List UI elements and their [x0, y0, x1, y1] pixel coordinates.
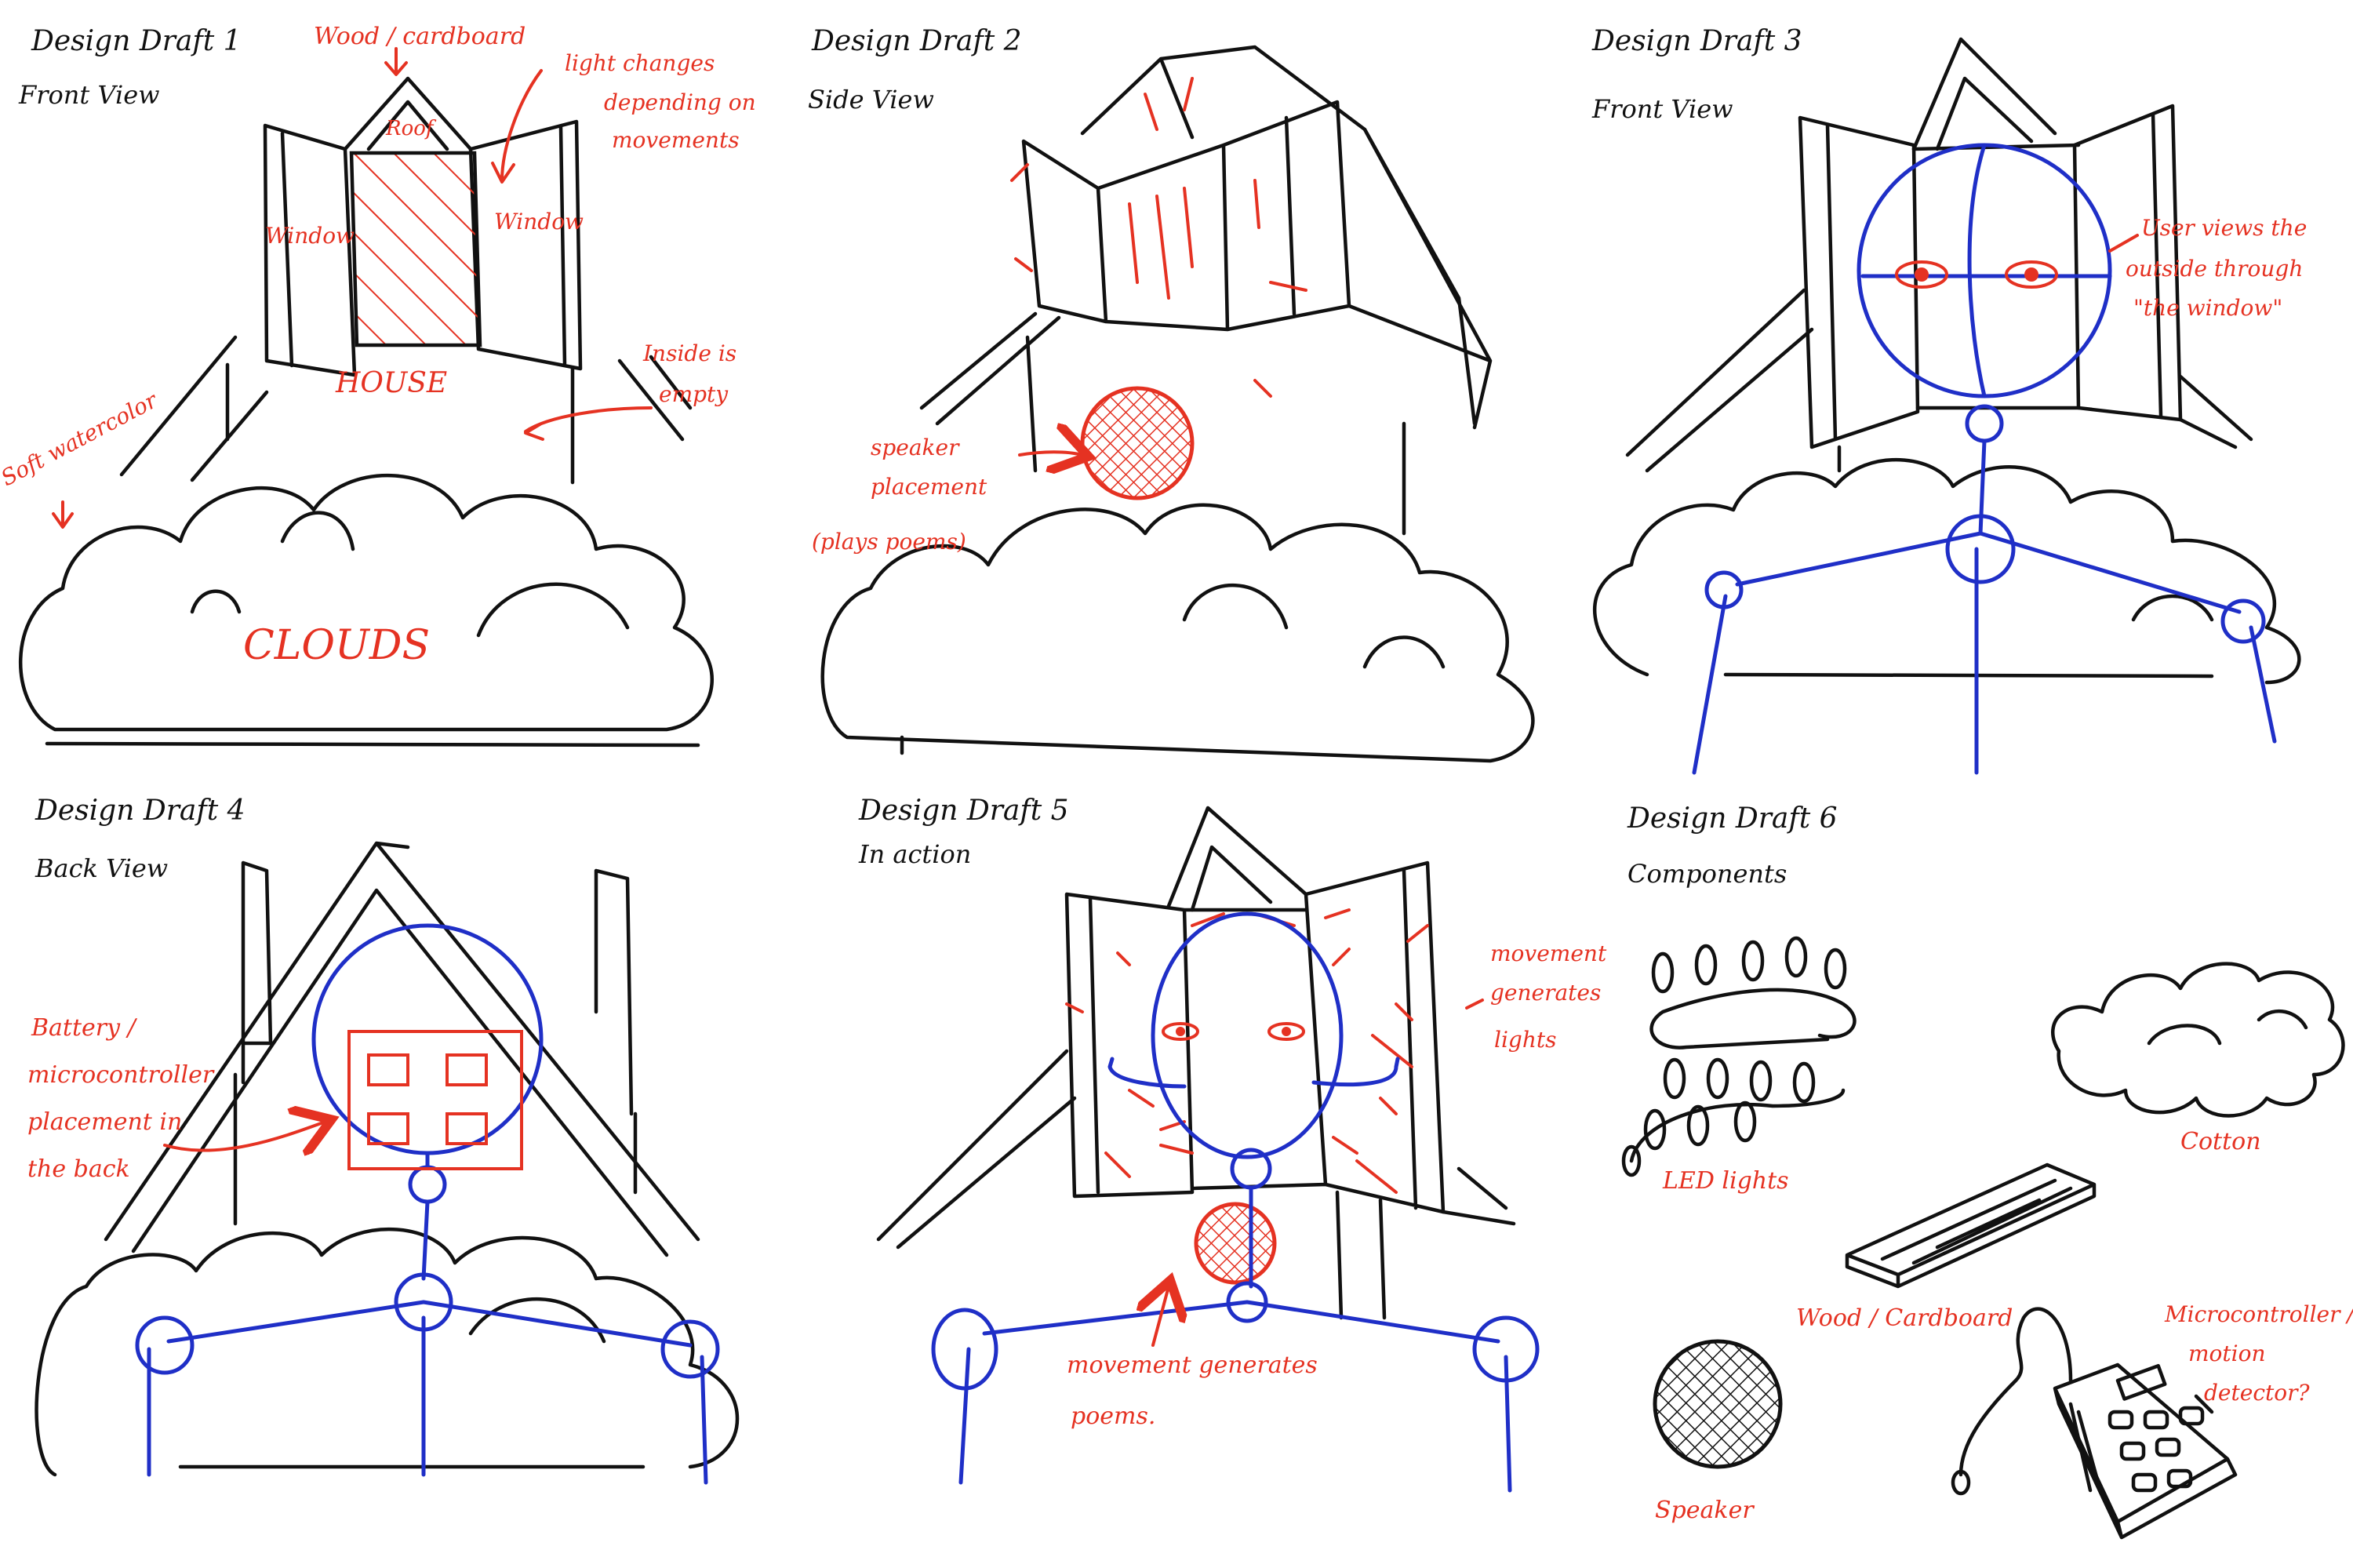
draft-4-title: Design Draft 4 — [35, 795, 245, 827]
draft-1-window-right-label: Window — [494, 209, 584, 235]
draft-4-cloud-inner — [180, 1299, 643, 1467]
draft-1-title: Design Draft 1 — [31, 25, 242, 57]
draft-2-speaker-arrow — [1020, 452, 1082, 455]
draft-5-poems-note-2: poems. — [1071, 1402, 1155, 1430]
draft-4-battery-note-3: placement in — [27, 1108, 182, 1136]
draft-4-roof — [106, 843, 698, 1255]
draft-1-house-label: HOUSE — [335, 367, 447, 399]
draft-3-panel: Design Draft 3 Front View User views the… — [1591, 25, 2307, 773]
draft-1-soft-label: Soft watercolor — [0, 387, 162, 491]
draft-5-lights-note-2: generates — [1490, 980, 1601, 1006]
draft-4-clouds — [37, 1229, 737, 1475]
draft-1-window-left-label: Window — [265, 223, 355, 249]
draft-1-clouds-label: CLOUDS — [243, 622, 430, 669]
draft-1-window-right — [471, 122, 580, 369]
draft-6-led-label: LED lights — [1662, 1167, 1789, 1195]
draft-3-figure-neck — [1967, 406, 2002, 441]
draft-6-wood-board — [1847, 1165, 2094, 1286]
draft-3-pupil-right — [2024, 267, 2038, 282]
draft-1-inside-note-1: Inside is — [642, 340, 736, 366]
draft-4-battery-note-4: the back — [27, 1155, 130, 1183]
draft-1-roof-label: Roof — [385, 117, 437, 140]
draft-6-speaker — [1655, 1341, 1780, 1467]
draft-4-panel: Design Draft 4 Back View Battery / micro… — [27, 795, 737, 1483]
draft-5-lights-note-3: lights — [1494, 1027, 1557, 1053]
draft-4-figure-left-hand — [137, 1318, 192, 1373]
draft-1-inside-note-2: empty — [659, 381, 729, 407]
draft-5-lights-note-1: movement — [1490, 940, 1607, 966]
draft-3-figure-right-hand — [2223, 601, 2264, 642]
draft-5-figure-left-hand — [933, 1310, 996, 1388]
draft-3-clouds — [1595, 460, 2299, 682]
draft-2-title: Design Draft 2 — [811, 25, 1022, 57]
draft-1-window-left — [265, 126, 355, 375]
draft-5-side-walls — [878, 1051, 1514, 1318]
draft-2-hatch-strokes — [1012, 78, 1306, 396]
draft-2-roof — [1082, 47, 1365, 137]
draft-5-poems-note-1: movement generates — [1067, 1352, 1318, 1379]
draft-4-battery-note-2: microcontroller — [27, 1061, 215, 1089]
draft-5-speaker — [1196, 1204, 1275, 1282]
draft-5-figure-arms-raised — [1110, 1059, 1398, 1086]
draft-5-roof — [1169, 808, 1306, 910]
draft-6-micro-label-2: motion — [2188, 1341, 2266, 1366]
draft-2-speaker-note-2: placement — [871, 474, 987, 500]
draft-2-panel: Design Draft 2 Side View speaker placeme… — [808, 25, 1533, 761]
draft-5-title: Design Draft 5 — [858, 795, 1069, 827]
draft-2-cloud-inner — [902, 585, 1443, 753]
draft-6-cotton — [2053, 964, 2343, 1116]
draft-1-material-label: Wood / cardboard — [314, 23, 526, 50]
draft-3-user-note-1: User views the — [2141, 215, 2307, 241]
draft-1-panel: Design Draft 1 Front View Wood / cardboa… — [0, 23, 756, 745]
draft-5-pupil-right — [1282, 1027, 1291, 1036]
draft-2-house-body — [922, 129, 1490, 533]
draft-4-view: Back View — [35, 853, 168, 883]
draft-2-speaker-note-3: (plays poems) — [812, 529, 966, 555]
draft-1-light-note-3: movements — [612, 127, 740, 153]
draft-6-panel: Design Draft 6 Components LED lights Cot… — [1624, 802, 2353, 1537]
draft-2-speaker-note-1: speaker — [871, 435, 960, 460]
draft-1-center-panel — [351, 153, 480, 345]
draft-6-wood-label: Wood / Cardboard — [1796, 1304, 2013, 1332]
draft-4-battery-box — [349, 1031, 522, 1169]
draft-1-light-note-2: depending on — [604, 89, 756, 115]
draft-6-cotton-label: Cotton — [2180, 1128, 2261, 1155]
draft-6-led-lights — [1624, 938, 1854, 1175]
draft-4-battery-arrow — [165, 1122, 325, 1151]
draft-3-user-note-2: outside through — [2126, 256, 2303, 282]
draft-4-figure-body — [149, 1153, 706, 1483]
draft-6-micro-label-1: Microcontroller / — [2164, 1301, 2353, 1327]
draft-1-cloud-inner — [192, 513, 627, 635]
draft-4-battery-note-1: Battery / — [31, 1014, 138, 1042]
draft-3-cloud-inner — [1726, 596, 2212, 676]
draft-2-view: Side View — [808, 85, 934, 115]
draft-3-figure-body — [1694, 441, 2275, 773]
draft-6-title: Design Draft 6 — [1627, 802, 1838, 835]
draft-3-view: Front View — [1591, 94, 1733, 124]
draft-6-micro-label-3: detector? — [2204, 1380, 2310, 1406]
draft-3-user-arrow — [2110, 235, 2137, 251]
draft-6-view: Components — [1627, 859, 1787, 889]
draft-1-view: Front View — [18, 80, 160, 110]
draft-1-ground — [47, 744, 698, 745]
draft-3-pupil-left — [1915, 267, 1929, 282]
draft-2-speaker — [1082, 388, 1192, 498]
draft-5-panel: Design Draft 5 In action movement genera… — [858, 795, 1607, 1490]
draft-3-roof — [1914, 39, 2055, 149]
draft-1-light-note-1: light changes — [565, 50, 715, 76]
draft-4-figure-neck — [410, 1167, 445, 1202]
draft-5-pupil-left — [1176, 1027, 1185, 1036]
draft-3-user-note-3: "the window" — [2133, 295, 2282, 321]
draft-3-title: Design Draft 3 — [1591, 25, 1802, 57]
draft-5-view: In action — [858, 839, 971, 869]
draft-6-speaker-label: Speaker — [1655, 1497, 1755, 1524]
